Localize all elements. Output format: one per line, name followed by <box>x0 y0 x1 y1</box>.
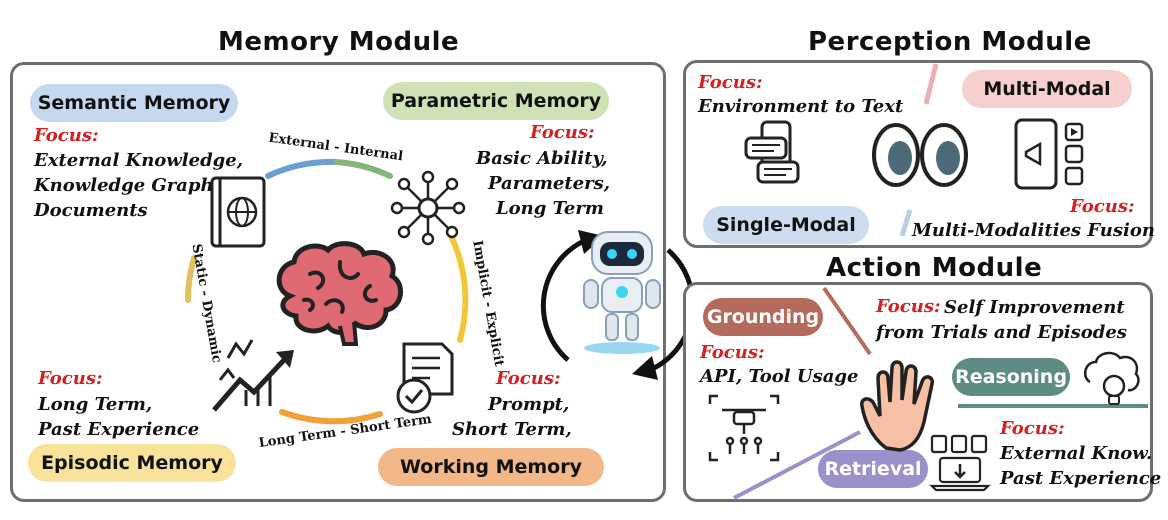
action-module-title: Action Module <box>826 253 1043 283</box>
memory-module-title: Memory Module <box>218 27 460 57</box>
single-modal-pill: Single-Modal <box>703 206 869 244</box>
parametric-focus-label: Focus: <box>530 122 595 143</box>
working-line-1: Prompt, <box>488 394 570 415</box>
working-memory-pill: Working Memory <box>378 448 604 486</box>
book-globe-icon <box>210 176 266 248</box>
parametric-line-1: Basic Ability, <box>476 148 608 169</box>
perception-line-1: Environment to Text <box>698 96 904 117</box>
grounding-focus-label: Focus: <box>700 342 765 363</box>
parametric-line-3: Long Term <box>496 198 604 219</box>
reasoning-pill: Reasoning <box>952 358 1070 396</box>
perception-focus-label-2: Focus: <box>1070 196 1135 217</box>
semantic-line-3: Documents <box>34 200 148 221</box>
brain-icon <box>276 241 403 346</box>
multimedia-phone-icon <box>1014 118 1084 190</box>
action-top-focus-label: Focus: <box>876 296 941 317</box>
working-line-2: Short Term, <box>452 419 572 440</box>
parametric-memory-pill: Parametric Memory <box>383 82 609 120</box>
chat-icon <box>744 120 800 184</box>
episodic-focus-label: Focus: <box>38 368 103 389</box>
robot-icon <box>583 231 661 354</box>
laptop-docs-icon <box>929 434 991 492</box>
semantic-memory-pill: Semantic Memory <box>30 84 238 122</box>
perception-module-title: Perception Module <box>808 27 1092 57</box>
grounding-pill: Grounding <box>703 298 823 336</box>
brain-bulb-icon <box>1083 351 1140 405</box>
action-top-line-1: Self Improvement <box>944 297 1125 318</box>
working-focus-label: Focus: <box>496 368 561 389</box>
growth-arrow-icon <box>212 339 294 412</box>
grounding-line: API, Tool Usage <box>700 366 859 387</box>
retrieval-pill: Retrieval <box>818 450 928 488</box>
episodic-line-1: Long Term, <box>38 394 153 415</box>
hand-icon <box>860 360 934 452</box>
perception-focus-label-1: Focus: <box>698 72 763 93</box>
perception-line-2: Multi-Modalities Fusion <box>912 220 1155 241</box>
network-icon <box>390 170 466 246</box>
retrieval-line-1: External Know. <box>1000 443 1153 464</box>
drone-icon <box>708 394 780 462</box>
semantic-line-2: Knowledge Graphs, <box>34 175 231 196</box>
episodic-memory-pill: Episodic Memory <box>28 444 236 482</box>
episodic-line-2: Past Experience <box>38 419 200 440</box>
document-check-icon <box>396 342 454 414</box>
retrieval-focus-label: Focus: <box>1000 418 1065 439</box>
semantic-focus-label: Focus: <box>34 125 99 146</box>
eyes-icon <box>872 123 968 187</box>
parametric-line-2: Parameters, <box>488 173 611 194</box>
semantic-line-1: External Knowledge, <box>34 150 243 171</box>
action-top-line-2: from Trials and Episodes <box>876 322 1127 343</box>
retrieval-line-2: Past Experience <box>1000 468 1162 489</box>
multi-modal-pill: Multi-Modal <box>962 70 1132 108</box>
